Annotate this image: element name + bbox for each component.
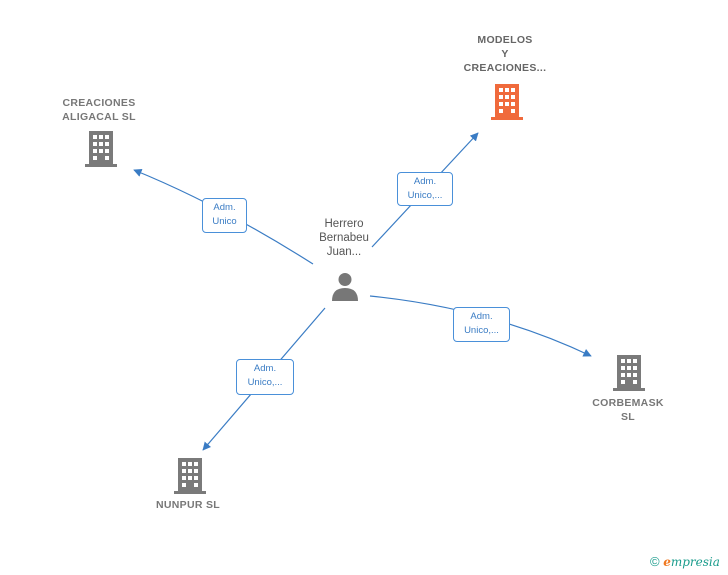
building-icon-modelos[interactable]	[491, 84, 523, 120]
role-box-nunpur: Adm. Unico,...	[236, 359, 294, 395]
company-label-aligacal[interactable]: CREACIONES ALIGACAL SL	[62, 97, 136, 123]
building-icon-nunpur[interactable]	[174, 458, 206, 494]
building-icon-aligacal[interactable]	[85, 131, 117, 167]
company-label-modelos[interactable]: MODELOS Y CREACIONES...	[463, 34, 547, 74]
person-icon[interactable]	[330, 271, 360, 301]
brand-text: mpresia	[670, 555, 720, 569]
person-name-label[interactable]: Herrero Bernabeu Juan...	[319, 218, 369, 258]
company-label-corbemask[interactable]: CORBEMASK SL	[592, 397, 664, 423]
company-label-nunpur[interactable]: NUNPUR SL	[156, 499, 220, 511]
role-box-modelos: Adm. Unico,...	[397, 172, 453, 206]
empresia-logo: © empresia	[650, 554, 720, 569]
copyright-symbol: ©	[650, 554, 660, 569]
building-icon-corbemask[interactable]	[613, 355, 645, 391]
brand-e: e	[663, 555, 671, 569]
role-box-aligacal: Adm. Unico	[202, 198, 247, 233]
role-box-corbemask: Adm. Unico,...	[453, 307, 510, 342]
